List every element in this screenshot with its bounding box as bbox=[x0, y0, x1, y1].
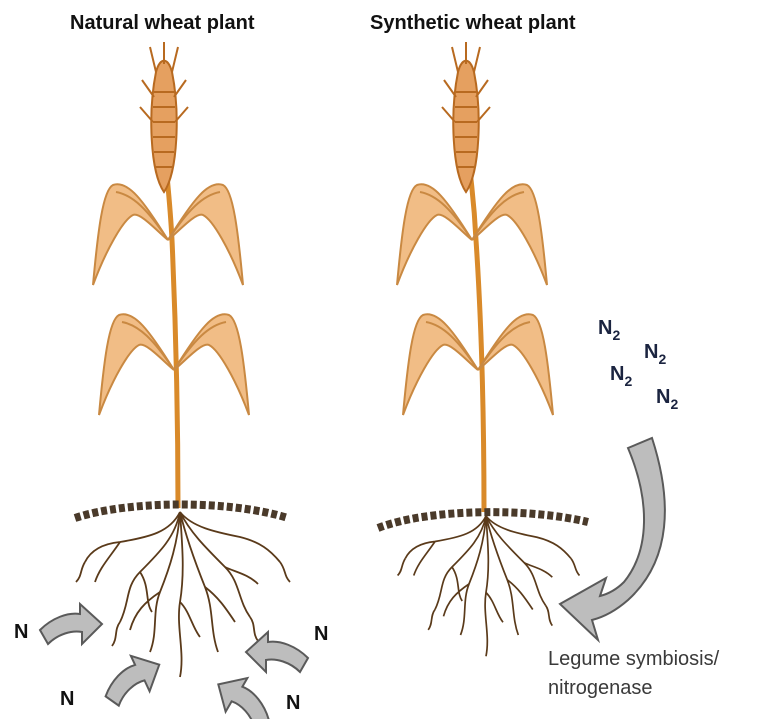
synthetic-roots bbox=[398, 516, 580, 656]
n-arrow-4-icon bbox=[208, 667, 282, 719]
n2-label-1: N2 bbox=[598, 317, 620, 343]
n2-molecules: N2 N2 N2 N2 bbox=[598, 317, 678, 412]
n-arrow-2-icon bbox=[95, 647, 168, 709]
soil-nitrogen-arrows bbox=[40, 604, 308, 719]
n-label-2: N bbox=[60, 688, 74, 710]
n-label-3: N bbox=[314, 623, 328, 645]
natural-spike-icon bbox=[140, 42, 188, 192]
n2-label-3: N2 bbox=[610, 363, 632, 389]
natural-wheat-plant bbox=[75, 42, 290, 677]
nitrogen-fixation-arrow-icon bbox=[560, 438, 665, 640]
synthetic-wheat-plant bbox=[378, 42, 588, 656]
n-label-4: N bbox=[286, 692, 300, 714]
n-label-1: N bbox=[14, 621, 28, 643]
n-arrow-1-icon bbox=[40, 604, 102, 644]
caption-line-1: Legume symbiosis/ bbox=[548, 648, 720, 670]
n2-label-2: N2 bbox=[644, 341, 666, 367]
n2-label-4: N2 bbox=[656, 386, 678, 412]
synthetic-spike-icon bbox=[442, 42, 490, 192]
caption-line-2: nitrogenase bbox=[548, 677, 653, 699]
